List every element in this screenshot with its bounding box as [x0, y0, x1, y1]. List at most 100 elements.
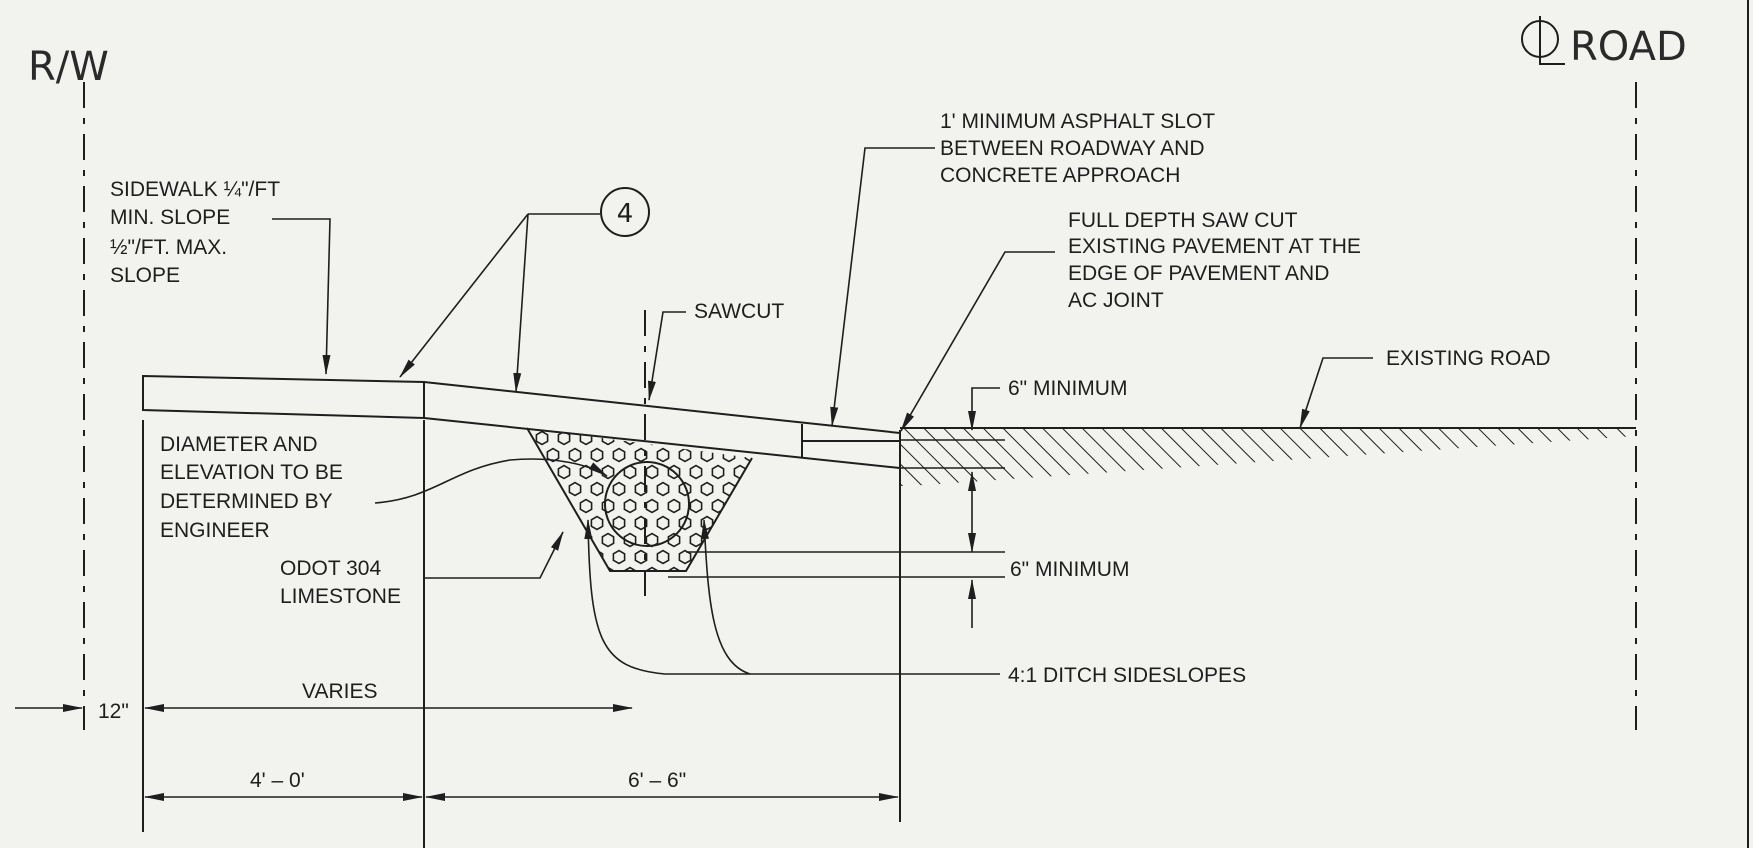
- aggregate-stone: [546, 447, 560, 463]
- pipe-text-1: DIAMETER AND: [160, 433, 318, 456]
- limestone-text-2: LIMESTONE: [280, 585, 401, 608]
- note-4-bubble: [600, 187, 650, 237]
- concrete-approach-slab: [423, 381, 901, 470]
- limestone-text-1: ODOT 304: [280, 557, 381, 580]
- aggregate-stone: [634, 549, 648, 565]
- saw-cut-text-4: AC JOINT: [1068, 289, 1164, 312]
- aggregate-stone: [667, 430, 681, 446]
- note-4-leader-a: [399, 213, 529, 378]
- aggregate-stone: [579, 532, 593, 548]
- aggregate-stone: [535, 498, 549, 514]
- aggregate-stone: [678, 549, 692, 565]
- aggregate-stone: [645, 498, 659, 514]
- aggregate-stone: [623, 430, 637, 446]
- pipe-leader: [374, 458, 608, 504]
- pipe-text-2: ELEVATION TO BE: [160, 461, 343, 484]
- aggregate-stone: [527, 549, 538, 565]
- aggregate-stone: [514, 534, 525, 547]
- aggregate-stone: [590, 515, 604, 531]
- asphalt-slot-leader: [830, 147, 935, 427]
- aggregate-stone: [667, 566, 681, 571]
- saw-cut-leader: [900, 251, 1055, 432]
- aggregate-stone: [612, 481, 626, 497]
- aggregate-stone: [656, 447, 670, 463]
- aggregate-stone: [612, 549, 626, 565]
- aggregate-stone: [623, 566, 637, 571]
- aggregate-stone: [612, 515, 626, 531]
- aggregate-stone: [612, 447, 626, 463]
- aggregate-stone: [601, 464, 615, 480]
- aggregate-stone: [711, 566, 725, 571]
- aggregate-stone: [678, 515, 692, 531]
- aggregate-stone: [514, 500, 525, 513]
- centerline-symbol: [1521, 16, 1565, 65]
- asphalt-slot-text-3: CONCRETE APPROACH: [940, 164, 1180, 187]
- approach-width-text: 6' – 6": [628, 769, 686, 792]
- aggregate-stone: [623, 498, 637, 514]
- sawcut-text: SAWCUT: [694, 300, 784, 323]
- aggregate-stone: [557, 464, 571, 480]
- aggregate-stone: [568, 447, 582, 463]
- aggregate-stone: [678, 447, 692, 463]
- aggregate-stone: [623, 532, 637, 548]
- aggregate-stone: [722, 515, 736, 531]
- aggregate-stone: [733, 532, 747, 548]
- aggregate-stone: [667, 532, 681, 548]
- aggregate-stone: [527, 481, 538, 497]
- aggregate-stone: [546, 515, 560, 531]
- ditch-sideslopes: [526, 427, 753, 572]
- aggregate-stone: [634, 481, 648, 497]
- aggregate-stone: [733, 430, 747, 446]
- varies-dimension-text: VARIES: [302, 680, 377, 703]
- aggregate-stone: [535, 532, 549, 548]
- aggregate-stone: [711, 464, 725, 480]
- sidewalk-width-text: 4' – 0': [250, 769, 305, 792]
- limestone-leader: [425, 531, 564, 579]
- sawcut-leader: [648, 311, 686, 401]
- saw-cut-text-3: EDGE OF PAVEMENT AND: [1068, 262, 1329, 285]
- pipe-text-3: DETERMINED BY: [160, 490, 333, 513]
- pipe-text-4: ENGINEER: [160, 519, 270, 542]
- sidewalk-slope-text-2: MIN. SLOPE: [110, 206, 230, 229]
- sidewalk-slope-leader: [272, 218, 331, 375]
- aggregate-stone: [527, 515, 538, 531]
- aggregate-stone: [557, 498, 571, 514]
- asphalt-slot-text-1: 1' MINIMUM ASPHALT SLOT: [940, 110, 1215, 133]
- aggregate-stone: [579, 498, 593, 514]
- aggregate-stone: [711, 498, 725, 514]
- centerline-road-label: ROAD: [1570, 24, 1687, 70]
- aggregate-stone: [601, 498, 615, 514]
- aggregate-stone: [656, 481, 670, 497]
- ditch-slope-leader-left: [584, 519, 1000, 675]
- aggregate-stone: [656, 549, 670, 565]
- aggregate-stone: [711, 532, 725, 548]
- saw-cut-text-1: FULL DEPTH SAW CUT: [1068, 209, 1298, 232]
- aggregate-stone: [568, 481, 582, 497]
- aggregate-stone: [645, 566, 659, 571]
- right-of-way-label: R/W: [28, 44, 109, 90]
- six-inch-minimum-bottom-text: 6" MINIMUM: [1010, 558, 1129, 581]
- aggregate-stone: [700, 447, 714, 463]
- aggregate-stone: [634, 515, 648, 531]
- sidewalk-slope-text-1: SIDEWALK ¼"/FT: [110, 178, 280, 201]
- aggregate-stone: [514, 432, 525, 445]
- asphalt-slot-text-2: BETWEEN ROADWAY AND: [940, 137, 1204, 160]
- aggregate-stone: [700, 515, 714, 531]
- note-4-number: 4: [617, 199, 634, 229]
- drain-pipe: [604, 461, 690, 547]
- aggregate-stone: [733, 498, 747, 514]
- aggregate-stone: [546, 481, 560, 497]
- aggregate-stone: [689, 430, 703, 446]
- aggregate-stone: [744, 515, 752, 531]
- aggregate-stone: [579, 430, 593, 446]
- ditch-sideslopes-text: 4:1 DITCH SIDESLOPES: [1008, 664, 1246, 687]
- offset-dimension-text: 12": [98, 700, 129, 723]
- note-4-leader-b: [513, 213, 529, 393]
- aggregate-stone: [656, 515, 670, 531]
- aggregate-stone: [601, 532, 615, 548]
- aggregate-stone: [744, 481, 752, 497]
- aggregate-stone: [535, 464, 549, 480]
- aggregate-stone: [689, 498, 703, 514]
- aggregate-stone: [535, 430, 549, 446]
